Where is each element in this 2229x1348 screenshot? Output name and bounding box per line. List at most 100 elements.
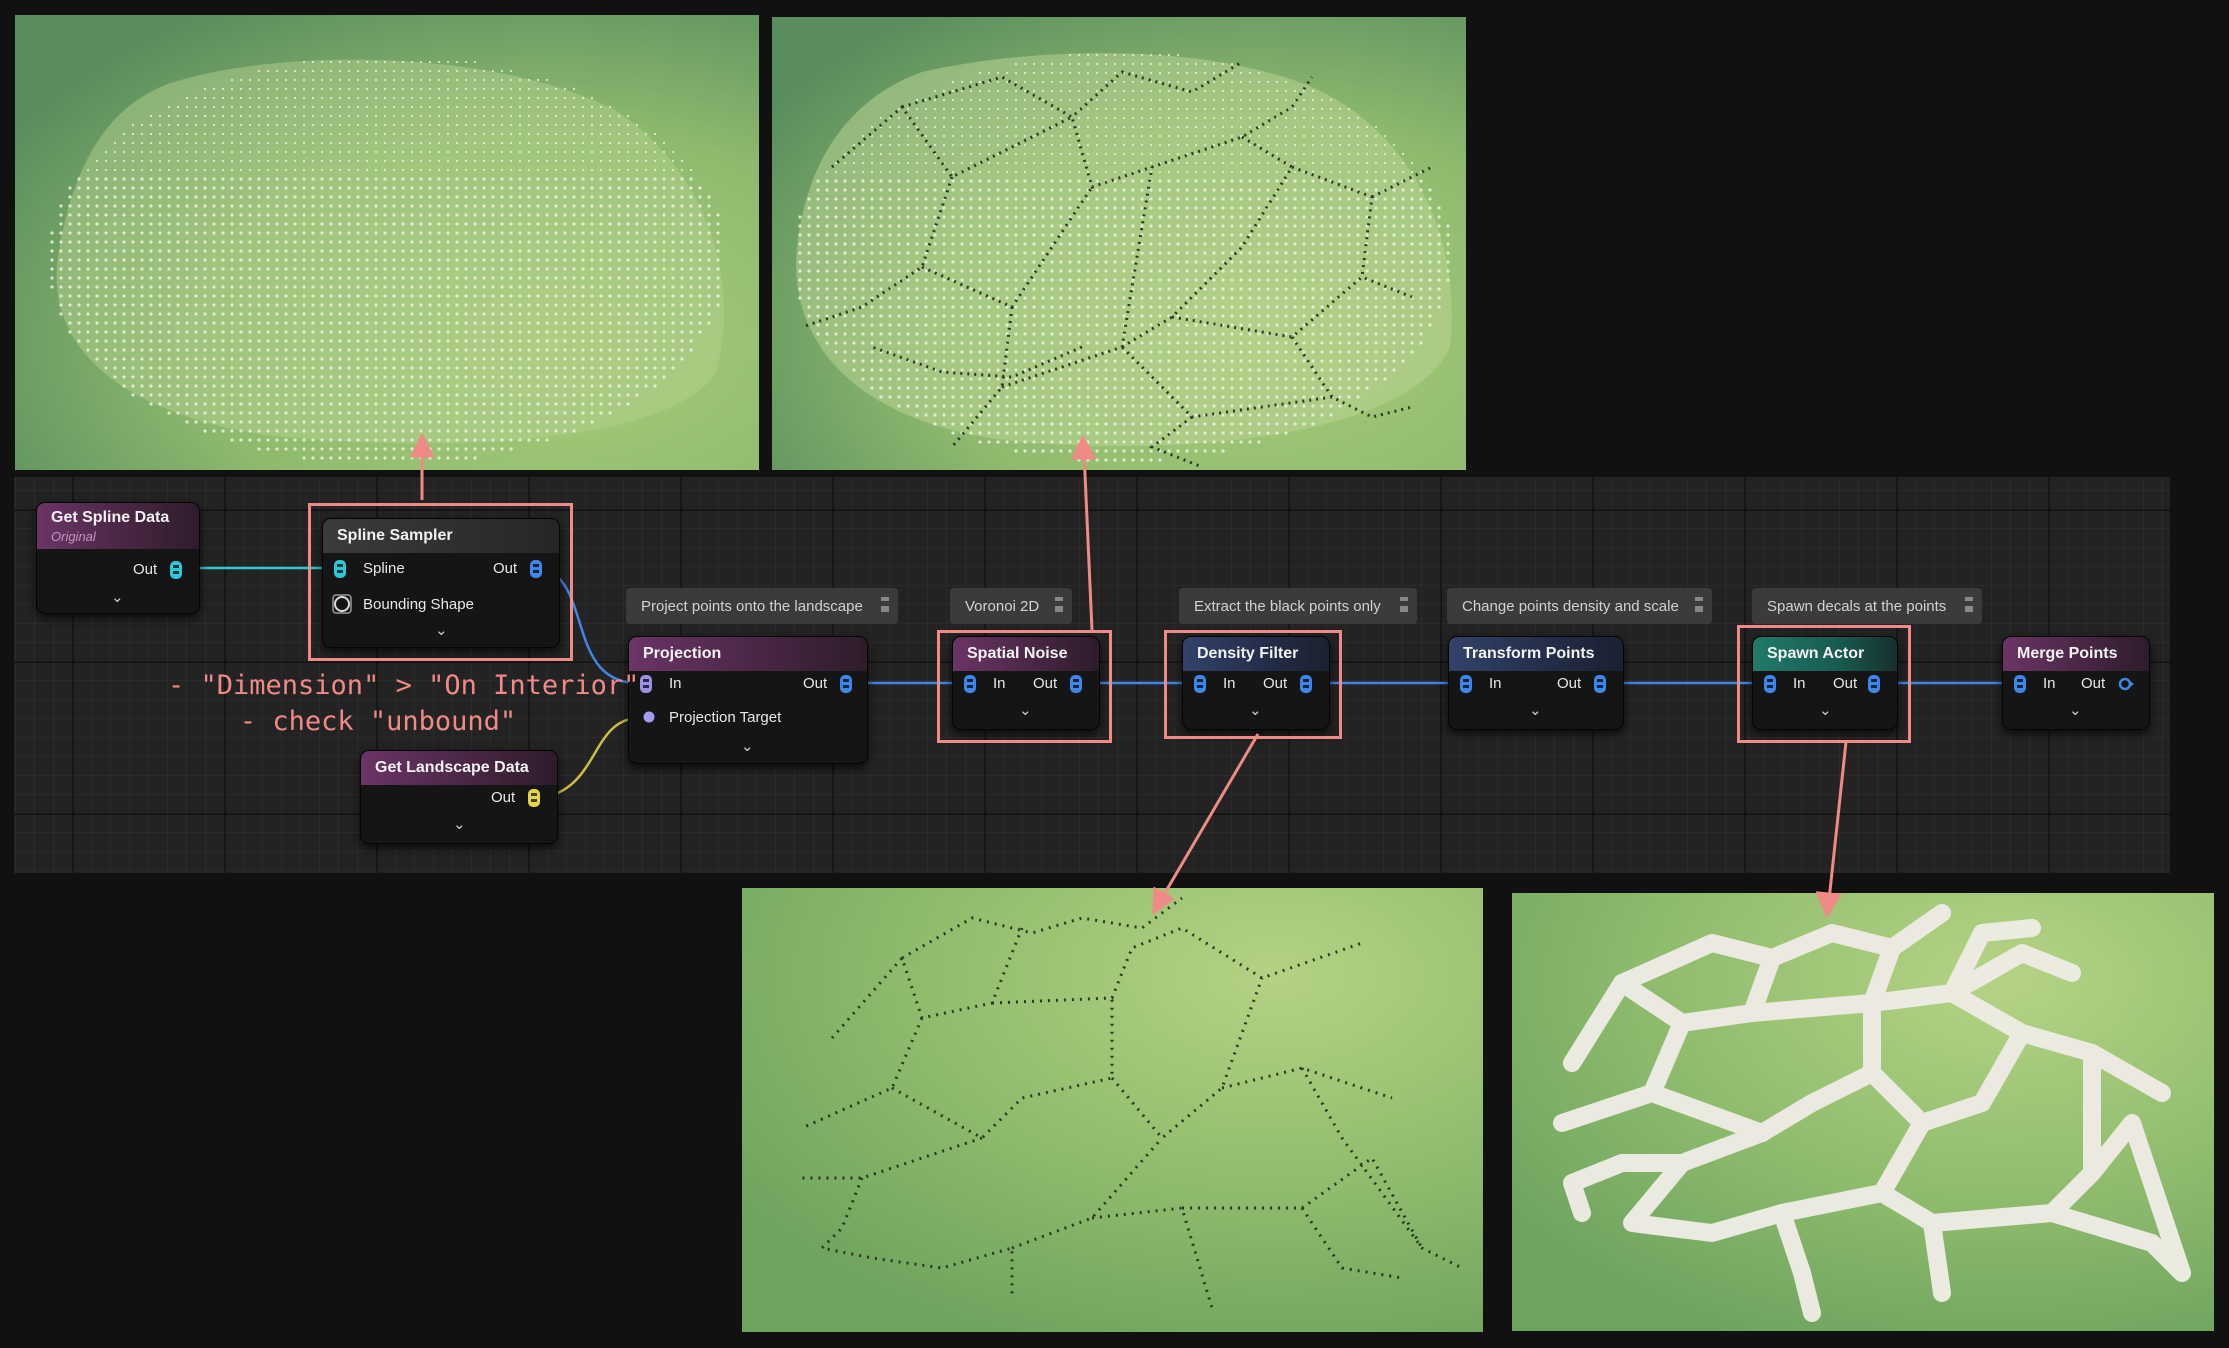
sample-point — [987, 98, 991, 102]
sample-point — [1086, 197, 1090, 201]
sample-point — [437, 276, 441, 280]
sample-point — [158, 303, 162, 307]
sample-point — [1140, 62, 1144, 66]
sample-point — [86, 231, 90, 235]
sample-point — [275, 132, 279, 136]
sample-point — [284, 366, 288, 370]
sample-point — [1041, 305, 1045, 309]
sample-point — [311, 393, 315, 397]
sample-point — [933, 386, 937, 390]
sample-point — [356, 231, 360, 235]
sample-point — [590, 222, 594, 226]
sample-point — [1275, 80, 1279, 84]
sample-point — [167, 258, 171, 262]
sample-point — [1176, 323, 1180, 327]
sample-point — [194, 384, 198, 388]
sample-point — [1329, 314, 1333, 318]
sample-point — [383, 240, 387, 244]
sample-point — [608, 258, 612, 262]
sample-point — [554, 276, 558, 280]
sample-point — [419, 312, 423, 316]
sample-point — [1086, 107, 1090, 111]
sample-point — [1113, 125, 1117, 129]
sample-point — [1131, 206, 1135, 210]
sample-point — [302, 105, 306, 109]
sample-point — [1077, 125, 1081, 129]
sample-point — [275, 447, 279, 451]
sample-point — [437, 231, 441, 235]
sample-point — [1140, 116, 1144, 120]
sample-point — [1347, 377, 1351, 381]
sample-point — [951, 377, 955, 381]
sample-point — [1149, 98, 1153, 102]
sample-point — [1293, 287, 1297, 291]
sample-point — [437, 132, 441, 136]
sample-point — [1365, 206, 1369, 210]
sample-point — [978, 179, 982, 183]
sample-point — [1185, 71, 1189, 75]
sample-point — [419, 447, 423, 451]
sample-point — [383, 150, 387, 154]
sample-point — [960, 80, 964, 84]
sample-point — [203, 105, 207, 109]
sample-point — [1311, 305, 1315, 309]
sample-point — [1185, 224, 1189, 228]
sample-point — [572, 186, 576, 190]
sample-point — [1428, 269, 1432, 273]
sample-point — [383, 168, 387, 172]
sample-point — [834, 332, 838, 336]
sample-point — [266, 195, 270, 199]
sample-point — [1293, 377, 1297, 381]
sample-point — [969, 125, 973, 129]
sample-point — [572, 249, 576, 253]
sample-point — [1023, 188, 1027, 192]
sample-point — [554, 294, 558, 298]
sample-point — [545, 384, 549, 388]
sample-point — [635, 249, 639, 253]
sample-point — [77, 330, 81, 334]
sample-point — [915, 314, 919, 318]
sample-point — [1104, 359, 1108, 363]
sample-point — [446, 141, 450, 145]
sample-point — [608, 222, 612, 226]
sample-point — [563, 195, 567, 199]
sample-point — [572, 141, 576, 145]
sample-point — [653, 141, 657, 145]
sample-point — [266, 132, 270, 136]
sample-point — [1320, 368, 1324, 372]
sample-point — [680, 195, 684, 199]
sample-point — [365, 312, 369, 316]
sample-point — [1131, 125, 1135, 129]
sample-point — [1284, 116, 1288, 120]
sample-point — [1248, 287, 1252, 291]
sample-point — [482, 267, 486, 271]
sample-point — [1347, 125, 1351, 129]
sample-point — [248, 114, 252, 118]
sample-point — [1068, 305, 1072, 309]
sample-point — [1329, 251, 1333, 255]
sample-point — [1293, 125, 1297, 129]
sample-point — [617, 402, 621, 406]
sample-point — [383, 366, 387, 370]
sample-point — [284, 348, 288, 352]
sample-point — [185, 402, 189, 406]
sample-point — [1158, 260, 1162, 264]
sample-point — [852, 206, 856, 210]
sample-point — [464, 294, 468, 298]
sample-point — [870, 368, 874, 372]
sample-point — [987, 305, 991, 309]
sample-point — [1329, 377, 1333, 381]
sample-point — [870, 332, 874, 336]
sample-point — [158, 294, 162, 298]
sample-point — [437, 258, 441, 262]
sample-point — [1149, 89, 1153, 93]
sample-point — [320, 258, 324, 262]
sample-point — [545, 258, 549, 262]
sample-point — [572, 411, 576, 415]
sample-point — [1257, 269, 1261, 273]
sample-point — [1185, 98, 1189, 102]
sample-point — [1284, 314, 1288, 318]
sample-point — [1194, 251, 1198, 255]
sample-point — [581, 420, 585, 424]
sample-point — [212, 420, 216, 424]
